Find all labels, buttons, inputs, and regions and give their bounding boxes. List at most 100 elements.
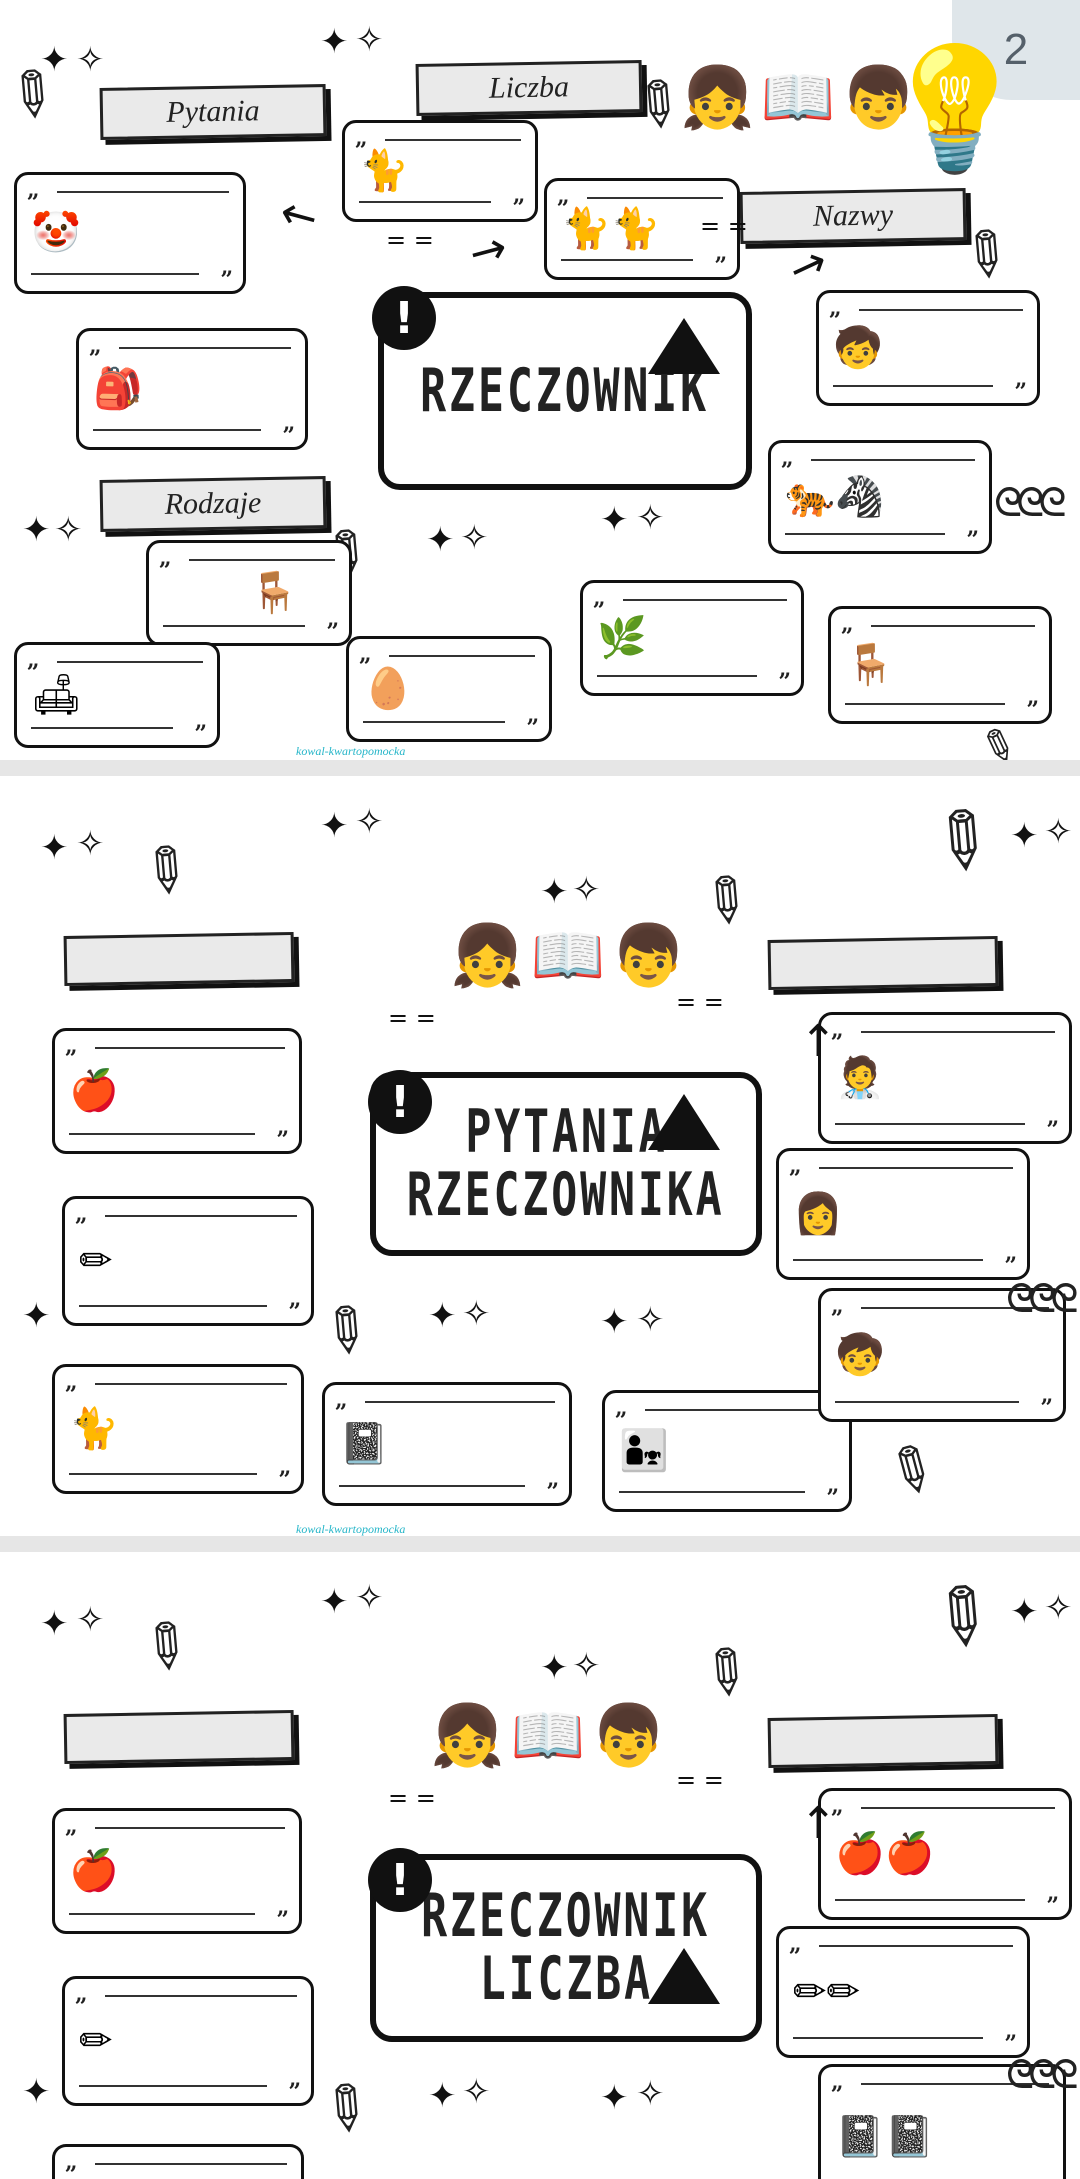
writing-line bbox=[69, 1913, 255, 1915]
close-quote-icon: ” bbox=[276, 1127, 289, 1153]
sparkle-icon: ✦ bbox=[320, 806, 349, 846]
answer-box[interactable]: „ 🪑 ” bbox=[828, 606, 1052, 724]
sparkle-icon: ✦ bbox=[428, 1296, 457, 1336]
open-quote-icon: „ bbox=[789, 1931, 802, 1957]
answer-box[interactable]: „ 🍎🍎 ” bbox=[818, 1788, 1072, 1920]
answer-box[interactable]: „ 🧒 ” bbox=[818, 1288, 1066, 1422]
answer-box[interactable]: „ 🛋 ” bbox=[14, 642, 220, 748]
sparkle-icon: ✧ bbox=[76, 40, 105, 80]
answer-box[interactable]: „ ✏✏ ” bbox=[776, 1926, 1030, 2058]
answer-box[interactable]: „ 🧒 ” bbox=[816, 290, 1040, 406]
sparkle-icon: ✦ bbox=[540, 872, 569, 912]
apple-icon: 🍎 bbox=[69, 1848, 119, 1894]
answer-box[interactable]: „ 🎒 ” bbox=[76, 328, 308, 450]
pencil-icon: ✎ bbox=[908, 785, 1015, 896]
answer-box[interactable]: „ 🐅🦓 ” bbox=[768, 440, 992, 554]
open-quote-icon: „ bbox=[27, 177, 40, 203]
curved-arrow-icon: ↖ bbox=[269, 184, 328, 247]
pencil-icon: ✎ bbox=[303, 1288, 387, 1374]
answer-box[interactable]: „ 🍎 ” bbox=[52, 1028, 302, 1154]
empty-label-banner[interactable] bbox=[63, 1709, 295, 1765]
answer-box[interactable]: „ 🐈 ” bbox=[342, 120, 538, 222]
answer-box[interactable]: „ 📓📓 bbox=[818, 2064, 1066, 2179]
writing-line bbox=[833, 385, 993, 387]
pencil-icon: ✎ bbox=[871, 1428, 951, 1514]
close-quote-icon: ” bbox=[966, 527, 979, 553]
writing-line bbox=[189, 559, 335, 561]
cat-icon: 🐈 bbox=[69, 1406, 119, 1452]
pencil-icon: ✎ bbox=[123, 1604, 207, 1690]
watermark: kowal-kwartopomocka bbox=[296, 744, 406, 758]
close-quote-icon: ” bbox=[194, 721, 207, 747]
answer-box[interactable]: „ 🐈🐈 ” bbox=[544, 178, 740, 280]
sparkle-icon: ✦ bbox=[600, 2078, 629, 2118]
close-quote-icon: ” bbox=[1040, 1395, 1053, 1421]
writing-line bbox=[861, 1031, 1055, 1033]
close-quote-icon: ” bbox=[1026, 697, 1039, 723]
open-quote-icon: „ bbox=[831, 1017, 844, 1043]
writing-line bbox=[561, 259, 693, 261]
answer-box[interactable]: „ 🪑 ” bbox=[146, 540, 352, 646]
writing-line bbox=[57, 661, 203, 663]
sparkle-icon: ✦ bbox=[22, 1296, 51, 1336]
writing-line bbox=[119, 347, 291, 349]
equals-icon: = = bbox=[388, 1004, 436, 1032]
children-icon: 🧒 bbox=[833, 325, 883, 371]
kids-reading-icon: 👧📖👦 bbox=[430, 1701, 673, 1771]
sparkle-icon: ✧ bbox=[572, 1646, 601, 1686]
label-rodzaje: Rodzaje bbox=[99, 476, 327, 532]
close-quote-icon: ” bbox=[714, 253, 727, 279]
close-quote-icon: ” bbox=[1014, 379, 1027, 405]
chair-icon: 🪑 bbox=[845, 642, 895, 688]
equals-icon: = = bbox=[388, 1784, 436, 1812]
empty-label-banner[interactable] bbox=[63, 931, 295, 987]
page-number-badge[interactable]: 2 bbox=[952, 0, 1080, 100]
writing-line bbox=[835, 1401, 1019, 1403]
writing-line bbox=[861, 2083, 1049, 2085]
open-quote-icon: „ bbox=[75, 1981, 88, 2007]
sparkle-icon: ✧ bbox=[462, 2072, 491, 2112]
close-quote-icon: ” bbox=[1046, 1893, 1059, 1919]
apple-icon: 🍎 bbox=[69, 1068, 119, 1114]
close-quote-icon: ” bbox=[326, 619, 339, 645]
answer-box[interactable]: „ 🍎 ” bbox=[52, 1808, 302, 1934]
answer-box[interactable]: „ bbox=[52, 2144, 304, 2179]
empty-label-banner[interactable] bbox=[767, 1713, 999, 1769]
spiral-icon: ᘓᘓᘓ bbox=[994, 480, 1067, 526]
answer-box[interactable]: „ 🧑‍⚕️ ” bbox=[818, 1012, 1072, 1144]
answer-box[interactable]: „ 🥚 ” bbox=[346, 636, 552, 742]
curved-arrow-icon: ↑ bbox=[800, 1016, 837, 1067]
open-quote-icon: „ bbox=[831, 2069, 844, 2095]
writing-line bbox=[871, 625, 1035, 627]
plant-icon: 🌿 bbox=[597, 615, 647, 661]
answer-box[interactable]: „ ✏ ” bbox=[62, 1976, 314, 2106]
label-nazwy: Nazwy bbox=[739, 188, 967, 244]
triangle-icon bbox=[648, 1948, 720, 2004]
open-quote-icon: „ bbox=[89, 333, 102, 359]
answer-box[interactable]: „ 🌿 ” bbox=[580, 580, 804, 696]
sparkle-icon: ✧ bbox=[76, 824, 105, 864]
equals-icon: = = bbox=[700, 212, 748, 240]
answer-box[interactable]: „ 🤡 ” bbox=[14, 172, 246, 294]
notebooks-icon: 📓📓 bbox=[835, 2114, 935, 2160]
answer-box[interactable]: „ 🐈 ” bbox=[52, 1364, 304, 1494]
notebook-icon: 📓 bbox=[339, 1421, 389, 1467]
open-quote-icon: „ bbox=[557, 183, 570, 209]
table-icon: 🪑 bbox=[249, 570, 299, 616]
writing-line bbox=[79, 1305, 267, 1307]
answer-box[interactable]: „ ✏ ” bbox=[62, 1196, 314, 1326]
open-quote-icon: „ bbox=[355, 125, 368, 151]
answer-box[interactable]: „ 📓 ” bbox=[322, 1382, 572, 1506]
close-quote-icon: ” bbox=[546, 1479, 559, 1505]
writing-line bbox=[69, 1473, 257, 1475]
apples-icon: 🍎🍎 bbox=[835, 1831, 935, 1877]
answer-box[interactable]: „ 👨‍👧 ” bbox=[602, 1390, 852, 1512]
exclamation-icon: ! bbox=[372, 286, 436, 350]
writing-line bbox=[389, 655, 535, 657]
open-quote-icon: „ bbox=[615, 1395, 628, 1421]
answer-box[interactable]: „ 👩 ” bbox=[776, 1148, 1030, 1280]
boy-icon: 🧒 bbox=[835, 1332, 885, 1378]
close-quote-icon: ” bbox=[512, 195, 525, 221]
open-quote-icon: „ bbox=[841, 611, 854, 637]
empty-label-banner[interactable] bbox=[767, 935, 999, 991]
